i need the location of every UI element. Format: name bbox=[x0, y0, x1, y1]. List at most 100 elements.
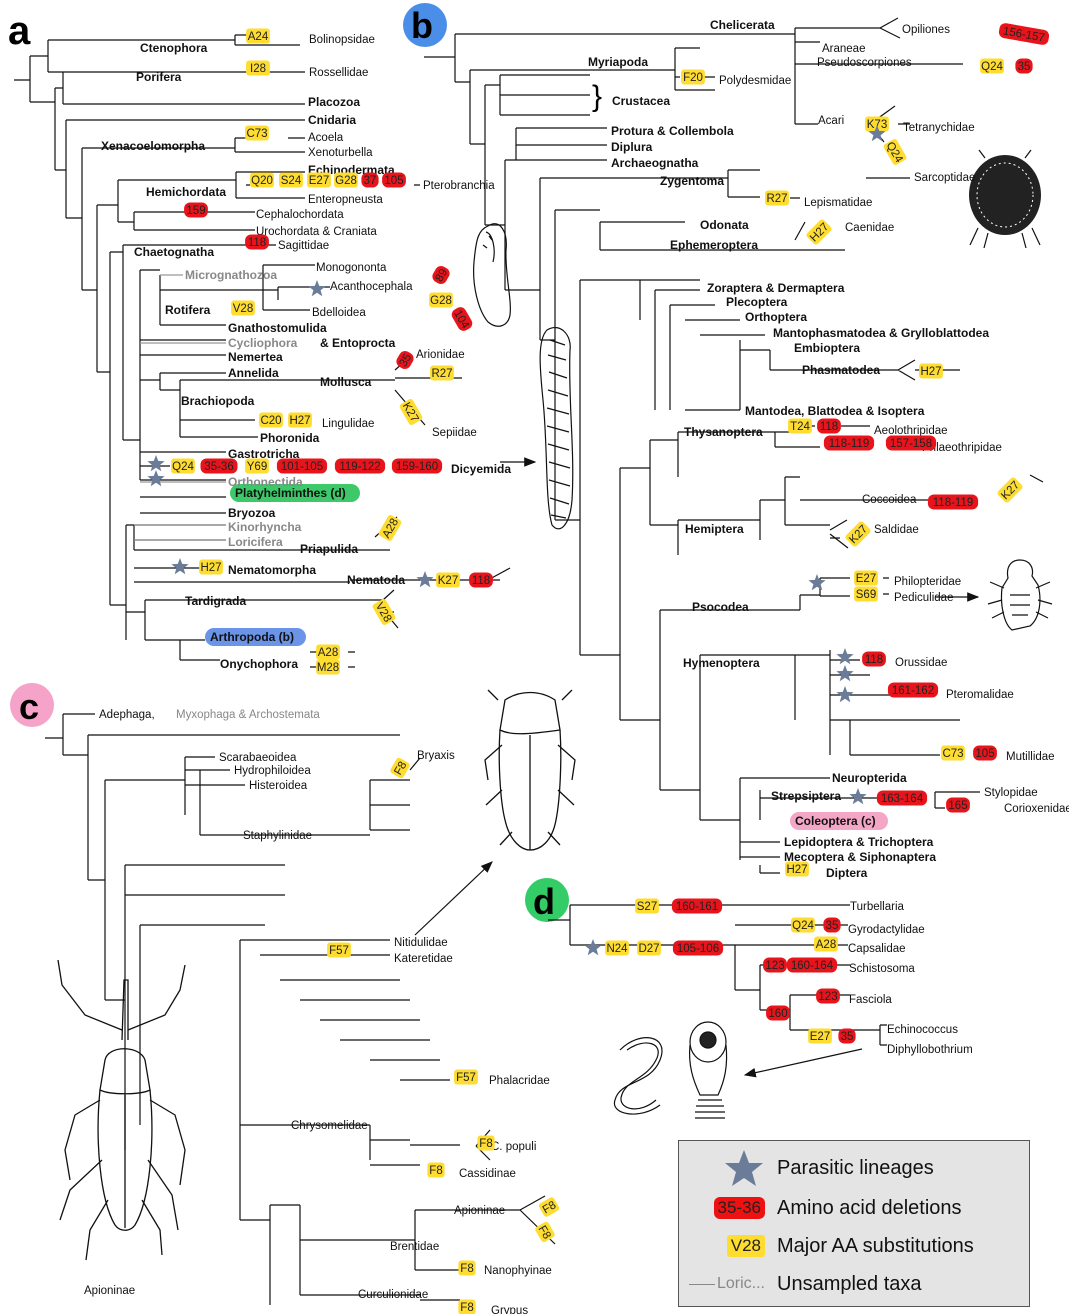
badge-text: H27 bbox=[920, 366, 941, 378]
taxon-label: Cassidinae bbox=[459, 1168, 516, 1180]
deletion-badge: 105 bbox=[973, 746, 997, 761]
badge-text: F8 bbox=[429, 1165, 442, 1177]
taxon-label: Zygentoma bbox=[660, 174, 724, 188]
taxon-label: Curculionidae bbox=[358, 1289, 428, 1301]
badge-text: S69 bbox=[856, 589, 876, 601]
taxon-label: Porifera bbox=[136, 70, 182, 84]
taxon-label: Turbellaria bbox=[850, 901, 905, 913]
substitution-badge: H27 bbox=[199, 560, 223, 575]
legend-unsampled-row: Loric... Unsampled taxa bbox=[679, 1265, 1029, 1303]
deletion-badge: 35 bbox=[838, 1029, 855, 1044]
deletion-badge: 159-160 bbox=[392, 459, 442, 474]
deletion-badge: 118 bbox=[469, 573, 493, 588]
taxon-label: Brachiopoda bbox=[181, 394, 255, 408]
taxon-label: Plecoptera bbox=[726, 295, 788, 309]
taxon-label: Phalacridae bbox=[489, 1075, 550, 1087]
substitution-badge: S27 bbox=[635, 899, 659, 914]
deletion-badge: 89 bbox=[430, 264, 452, 286]
substitution-badge: H27 bbox=[288, 413, 312, 428]
taxon-label: Nematomorpha bbox=[228, 563, 316, 577]
dicyemid-drawing-icon bbox=[540, 328, 573, 529]
substitution-badge: Q24 bbox=[883, 138, 908, 166]
badge-text: F8 bbox=[460, 1302, 473, 1314]
star-icon bbox=[147, 470, 164, 486]
taxon-label: Protura & Collembola bbox=[611, 124, 734, 138]
taxon-label: Araneae bbox=[822, 43, 865, 55]
star-icon bbox=[308, 280, 325, 296]
badge-text: N24 bbox=[606, 943, 628, 955]
badge-text: Q20 bbox=[251, 175, 273, 187]
badge-text: C20 bbox=[260, 415, 281, 427]
taxon-label: Enteropneusta bbox=[308, 194, 383, 206]
taxon-label: Corioxenidae bbox=[1004, 803, 1069, 815]
badge-text: Q24 bbox=[792, 920, 814, 932]
taxon-label: Staphylinidae bbox=[243, 830, 312, 842]
taxon-label: Bdelloidea bbox=[312, 307, 366, 319]
star-icon bbox=[808, 574, 825, 590]
taxon-label: Cephalochordata bbox=[256, 209, 344, 221]
taxon-label: Aeolothripidae bbox=[874, 425, 948, 437]
taxon-label: Mantodea, Blattodea & Isoptera bbox=[745, 404, 925, 418]
taxon-label: Capsalidae bbox=[848, 943, 906, 955]
badge-text: E27 bbox=[309, 175, 329, 187]
taxon-label: Pediculidae bbox=[894, 592, 953, 604]
substitution-badge: F8 bbox=[427, 1163, 444, 1178]
taxon-label: Orthoptera bbox=[745, 310, 807, 324]
taxon-label: Bryaxis bbox=[417, 750, 455, 762]
taxon-label: Coccoidea bbox=[862, 494, 917, 506]
badge-text: 35-36 bbox=[204, 461, 233, 473]
substitution-badge: A28 bbox=[316, 645, 340, 660]
deletion-badge: 118 bbox=[245, 235, 269, 250]
highlight-label: Arthropoda (b) bbox=[205, 628, 306, 646]
mite-drawing-icon bbox=[969, 150, 1041, 248]
taxon-label: Philopteridae bbox=[894, 576, 961, 588]
badge-text: 118-119 bbox=[829, 438, 870, 450]
beetle-arrow bbox=[415, 862, 492, 935]
substitution-badge: K27 bbox=[996, 476, 1023, 503]
substitution-badge: S69 bbox=[854, 587, 878, 602]
taxon-label: Polydesmidae bbox=[719, 75, 791, 87]
star-icon bbox=[584, 939, 601, 955]
substitution-badge: E27 bbox=[808, 1029, 832, 1044]
deletion-badge: 37 bbox=[361, 173, 378, 188]
star-icon bbox=[171, 558, 188, 574]
badge-text: H27 bbox=[289, 415, 310, 427]
taxon-label: Loricifera bbox=[228, 535, 283, 549]
taxon-label: Chrysomelidae bbox=[291, 1120, 368, 1132]
badge-text: 159-160 bbox=[396, 461, 438, 473]
taxon-label: Neuropterida bbox=[832, 771, 907, 785]
badge-text: I28 bbox=[250, 63, 266, 75]
taxon-label: Kateretidae bbox=[394, 953, 453, 965]
deletion-badge: 160-164 bbox=[787, 958, 837, 973]
substitution-badge: K27 bbox=[844, 520, 871, 547]
taxon-label: Caenidae bbox=[845, 222, 894, 234]
substitution-badge: C73 bbox=[245, 126, 269, 141]
taxon-label: Xenacoelomorpha bbox=[101, 139, 205, 153]
panel-letter-b: b bbox=[411, 5, 433, 46]
taxon-label: Lepidoptera & Trichoptera bbox=[784, 835, 934, 849]
substitution-badge: K27 bbox=[436, 573, 460, 588]
badge-text: 157-158 bbox=[890, 438, 932, 450]
taxon-label: Acanthocephala bbox=[330, 281, 413, 293]
deletion-badge: 156-157 bbox=[998, 22, 1050, 45]
badge-text: 123 bbox=[765, 960, 784, 972]
badge-text: 118 bbox=[865, 654, 883, 666]
taxon-label: Psocodea bbox=[692, 600, 749, 614]
taxon-label: Gnathostomulida bbox=[228, 321, 327, 335]
taxon-label: Cycliophora bbox=[228, 336, 298, 350]
substitution-badge: C20 bbox=[259, 413, 283, 428]
badge-text: 160-161 bbox=[676, 901, 718, 913]
substitution-badge: F8 bbox=[477, 1136, 494, 1151]
taxon-label: Xenoturbella bbox=[308, 147, 373, 159]
taxon-label: Stylopidae bbox=[984, 787, 1038, 799]
deletion-badge: 104 bbox=[450, 305, 475, 333]
legend-substitutions-swatch: V28 bbox=[727, 1235, 765, 1257]
louse-drawing-icon bbox=[988, 560, 1052, 630]
substitution-badge: Q24 bbox=[791, 918, 815, 933]
badge-text: 118 bbox=[248, 237, 266, 249]
badge-text: F8 bbox=[460, 1263, 473, 1275]
taxon-label: Sarcoptidae bbox=[914, 172, 975, 184]
substitution-badge: H27 bbox=[785, 862, 809, 877]
deletion-badge: 123 bbox=[763, 958, 787, 973]
badge-text: 118-119 bbox=[933, 497, 974, 509]
